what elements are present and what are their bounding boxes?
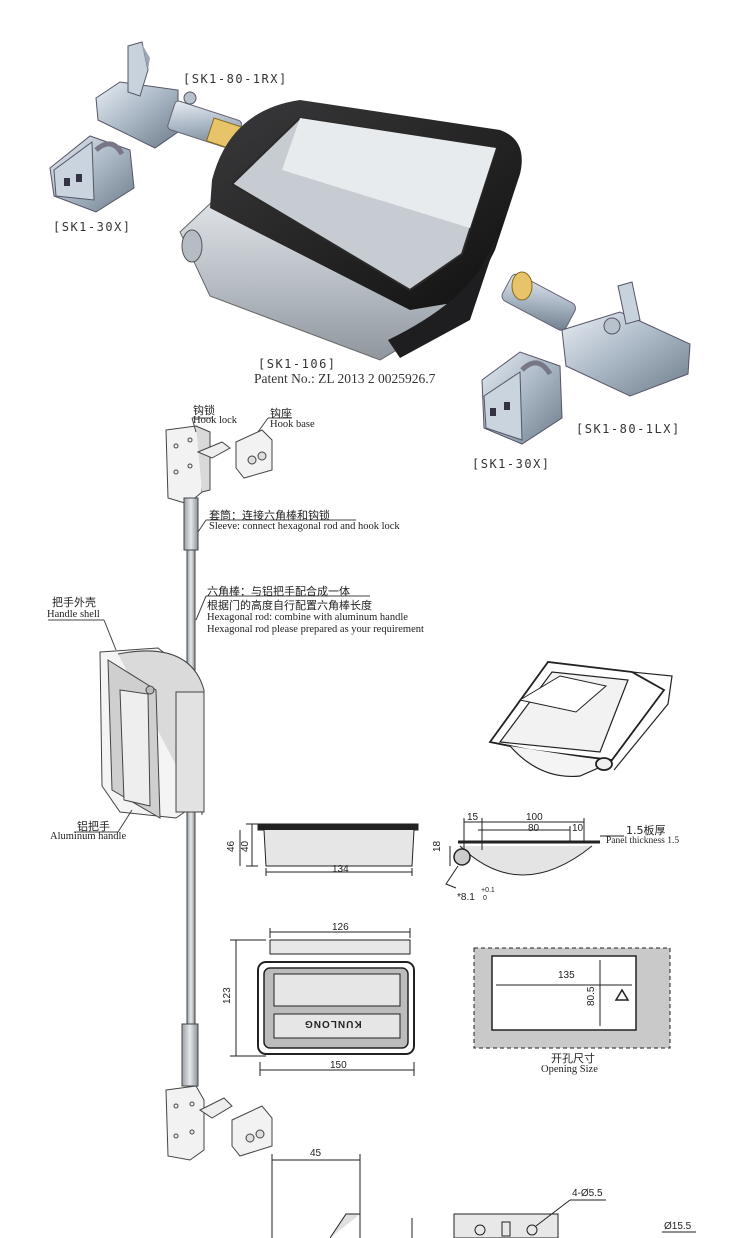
- bottom-partial-drawing: [271, 1154, 696, 1238]
- callout-hook-lock-en: Hook lock: [193, 415, 238, 426]
- dim-tolerance-upper: +0.1: [481, 887, 495, 894]
- dim-10: 10: [572, 823, 584, 834]
- hook-lock-lx-photo: [501, 271, 691, 397]
- callout-handle-shell-zh: 把手外壳: [52, 596, 96, 609]
- dim-tolerance-lower: 0: [483, 895, 487, 902]
- hook-base-right-photo: [481, 351, 563, 445]
- label-sk1-30x-left: [SK1-30X]: [53, 220, 132, 234]
- section-view-drawing: [445, 818, 624, 889]
- opening-size-en: Opening Size: [541, 1064, 598, 1075]
- side-view-drawing: [239, 823, 419, 876]
- callout-handle-shell-en: Handle shell: [47, 609, 100, 620]
- callout-aluminum-handle-en: Aluminum handle: [50, 831, 127, 842]
- front-view-drawing: [230, 928, 415, 1076]
- panel-thickness-en: Panel thickness 1.5: [606, 836, 680, 846]
- dim-18: 18: [432, 840, 443, 852]
- opening-size-drawing: [473, 947, 671, 1049]
- callout-sleeve-zh: 套筒：连接六角棒和钩锁: [209, 509, 330, 522]
- dim-135: 135: [558, 970, 575, 981]
- panel-thickness-zh: 1.5板厚: [626, 824, 666, 837]
- callout-hook-base-zh: 钩座: [270, 407, 292, 420]
- callout-aluminum-handle-zh: 铝把手: [77, 820, 110, 833]
- callout-hook-base-en: Hook base: [270, 419, 315, 430]
- assembly-drawing: [48, 417, 370, 1161]
- isometric-line-view: [488, 661, 673, 778]
- dim-diameter-15-5: Ø15.5: [664, 1221, 692, 1232]
- callout-hexrod-zh-1: 六角棒：与铝把手配合成一体: [207, 585, 350, 598]
- opening-size-zh: 开孔尺寸: [551, 1052, 595, 1065]
- patent-number: Patent No.: ZL 2013 2 0025926.7: [254, 371, 436, 386]
- dim-4-holes: 4-Ø5.5: [572, 1188, 603, 1199]
- dim-45: 45: [310, 1148, 322, 1159]
- callout-sleeve-en: Sleeve: connect hexagonal rod and hook l…: [209, 521, 400, 532]
- dim-46: 46: [226, 840, 237, 852]
- label-sk1-80-1rx: [SK1-80-1RX]: [183, 72, 288, 86]
- callout-hexrod-en-2: Hexagonal rod please prepared as your re…: [207, 624, 424, 635]
- dim-80-5: 80.5: [586, 986, 597, 1006]
- label-sk1-30x-right: [SK1-30X]: [472, 457, 551, 471]
- callout-hook-lock-zh: 钩锁: [193, 404, 215, 417]
- label-sk1-106: [SK1-106]: [258, 357, 337, 371]
- dim-123: 123: [222, 987, 233, 1004]
- label-sk1-80-1lx: [SK1-80-1LX]: [576, 422, 681, 436]
- dim-150: 150: [330, 1060, 347, 1071]
- hook-base-left-photo: [49, 135, 135, 213]
- brand-logo-text: KUNLONG: [304, 1018, 362, 1029]
- dim-126: 126: [332, 922, 349, 933]
- dim-8-1: *8.1: [457, 892, 475, 903]
- dim-40: 40: [240, 840, 251, 852]
- dim-134: 134: [332, 864, 349, 875]
- hook-lock-rx-photo: [95, 41, 244, 151]
- callout-hexrod-en-1: Hexagonal rod: combine with aluminum han…: [207, 612, 408, 623]
- handle-photo: [179, 100, 522, 361]
- callout-hexrod-zh-2: 根据门的高度自行配置六角棒长度: [207, 599, 372, 612]
- dim-80: 80: [528, 823, 540, 834]
- dim-15: 15: [467, 812, 479, 823]
- dim-100: 100: [526, 812, 543, 823]
